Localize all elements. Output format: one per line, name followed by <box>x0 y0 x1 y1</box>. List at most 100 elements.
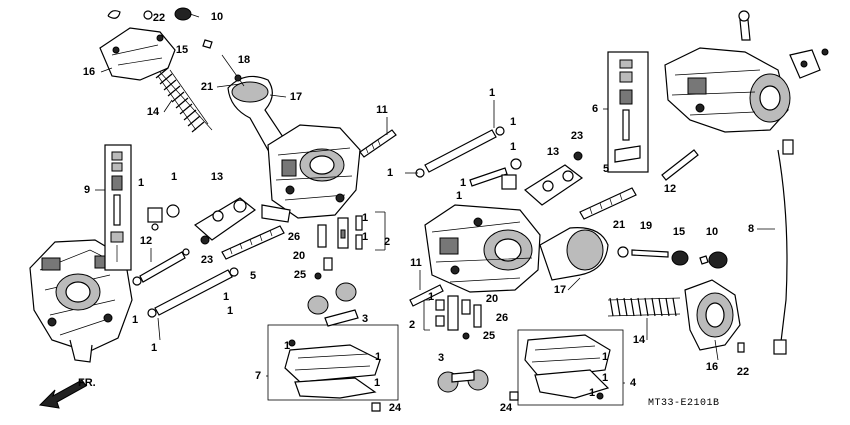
tube-left-lower <box>147 267 239 318</box>
callout-label: 23 <box>571 130 583 142</box>
callout-label: 1 <box>489 87 495 99</box>
small-fittings-left <box>147 204 180 231</box>
callout-label: 11 <box>376 104 388 116</box>
callout-label: 1 <box>151 342 157 354</box>
callout-label: 10 <box>706 226 718 238</box>
callout-label: 7 <box>255 370 261 382</box>
spring-14-right <box>607 297 681 317</box>
callout-label: 22 <box>737 366 749 378</box>
needle-jet-kit-left <box>104 144 132 271</box>
drain-screw-24-left <box>371 402 381 412</box>
callout-label: 1 <box>456 190 462 202</box>
callout-label: 1 <box>387 167 393 179</box>
top-cover-16-right <box>684 279 741 351</box>
screw-12-left <box>132 248 190 286</box>
callout-label: 20 <box>293 250 305 262</box>
callout-label: 5 <box>603 163 609 175</box>
throttle-shaft-right <box>579 187 637 220</box>
top-cover-16 <box>99 27 176 81</box>
callout-label: 14 <box>147 106 160 118</box>
callout-label: 24 <box>389 402 402 414</box>
center-carburetor-body-lower <box>424 204 541 293</box>
float-bowl-assembly-4 <box>517 329 624 406</box>
callout-label: 1 <box>362 231 368 243</box>
callout-label: 12 <box>664 183 676 195</box>
callout-label: 1 <box>589 387 595 399</box>
callout-label: 1 <box>428 291 434 303</box>
right-carburetor-body-upper <box>664 10 829 133</box>
callout-label: 16 <box>706 361 718 373</box>
callout-label: 5 <box>250 270 256 282</box>
callout-label: 13 <box>547 146 559 158</box>
float-3-left <box>307 282 359 327</box>
callout-label: 11 <box>410 257 422 269</box>
screw-11-lower <box>409 284 444 307</box>
callout-label: 25 <box>294 269 306 281</box>
callout-label: 1 <box>374 377 380 389</box>
callout-label: 20 <box>486 293 498 305</box>
callout-label: 19 <box>640 220 652 232</box>
callout-label: 1 <box>132 314 138 326</box>
jet-set-center-upper <box>314 215 363 280</box>
callout-label: 26 <box>288 231 300 243</box>
screw-12-right <box>661 149 699 181</box>
callout-label: 1 <box>602 351 608 363</box>
callout-label: 1 <box>171 171 177 183</box>
callout-label: 6 <box>592 103 598 115</box>
callout-label: 3 <box>438 352 444 364</box>
spring-14-left <box>155 67 213 133</box>
front-direction-arrow <box>38 379 87 409</box>
callout-label: 2 <box>409 319 415 331</box>
callout-label: 21 <box>201 81 213 93</box>
needle-jet-kit-right <box>607 51 649 173</box>
callout-label: 17 <box>290 91 302 103</box>
diaphragm-17-left <box>227 75 286 151</box>
throttle-shaft-left <box>221 225 285 260</box>
callout-label: 8 <box>748 223 754 235</box>
callout-label: 25 <box>483 330 495 342</box>
callout-label: 1 <box>602 372 608 384</box>
fuel-tube-8 <box>773 139 794 355</box>
callout-label: 23 <box>201 254 213 266</box>
callout-label: 13 <box>211 171 223 183</box>
screw-11-upper <box>359 129 397 158</box>
callout-label: 1 <box>375 351 381 363</box>
jet-set-center-lower <box>435 295 482 340</box>
diaphragm-17-center <box>539 227 609 281</box>
callout-label: 4 <box>630 377 637 389</box>
link-plate-left <box>193 197 257 245</box>
screw-22-right <box>737 342 745 353</box>
callout-label: 1 <box>138 177 144 189</box>
callout-label: 1 <box>510 141 516 153</box>
callout-label: 3 <box>362 313 368 325</box>
callout-label: 18 <box>238 54 250 66</box>
direction-label: FR. <box>78 377 96 389</box>
callout-label: 9 <box>84 184 90 196</box>
callout-label: 12 <box>140 235 152 247</box>
callout-label: 1 <box>284 340 290 352</box>
callout-label: 21 <box>613 219 625 231</box>
drain-screw-24-center <box>509 391 519 401</box>
callout-label: 16 <box>83 66 95 78</box>
float-3-center <box>437 369 489 393</box>
callout-label: 14 <box>633 334 646 346</box>
callout-label: 1 <box>227 305 233 317</box>
callout-label: 1 <box>223 291 229 303</box>
center-carburetor-body-upper <box>261 124 361 223</box>
callout-label: 17 <box>554 284 566 296</box>
diagram-code: MT33-E2101B <box>648 398 720 409</box>
screw-19-21 <box>617 246 669 258</box>
link-plate-right <box>523 151 584 206</box>
center-tube-long <box>415 126 505 178</box>
float-bowl-assembly-7 <box>267 324 399 401</box>
callout-label: 24 <box>500 402 513 414</box>
callout-label: 15 <box>176 44 188 56</box>
screw-18-15 <box>202 39 245 87</box>
cap-10 <box>107 7 192 21</box>
callout-label: 22 <box>153 12 165 24</box>
callout-label: 2 <box>384 236 390 248</box>
callout-label: 26 <box>496 312 508 324</box>
